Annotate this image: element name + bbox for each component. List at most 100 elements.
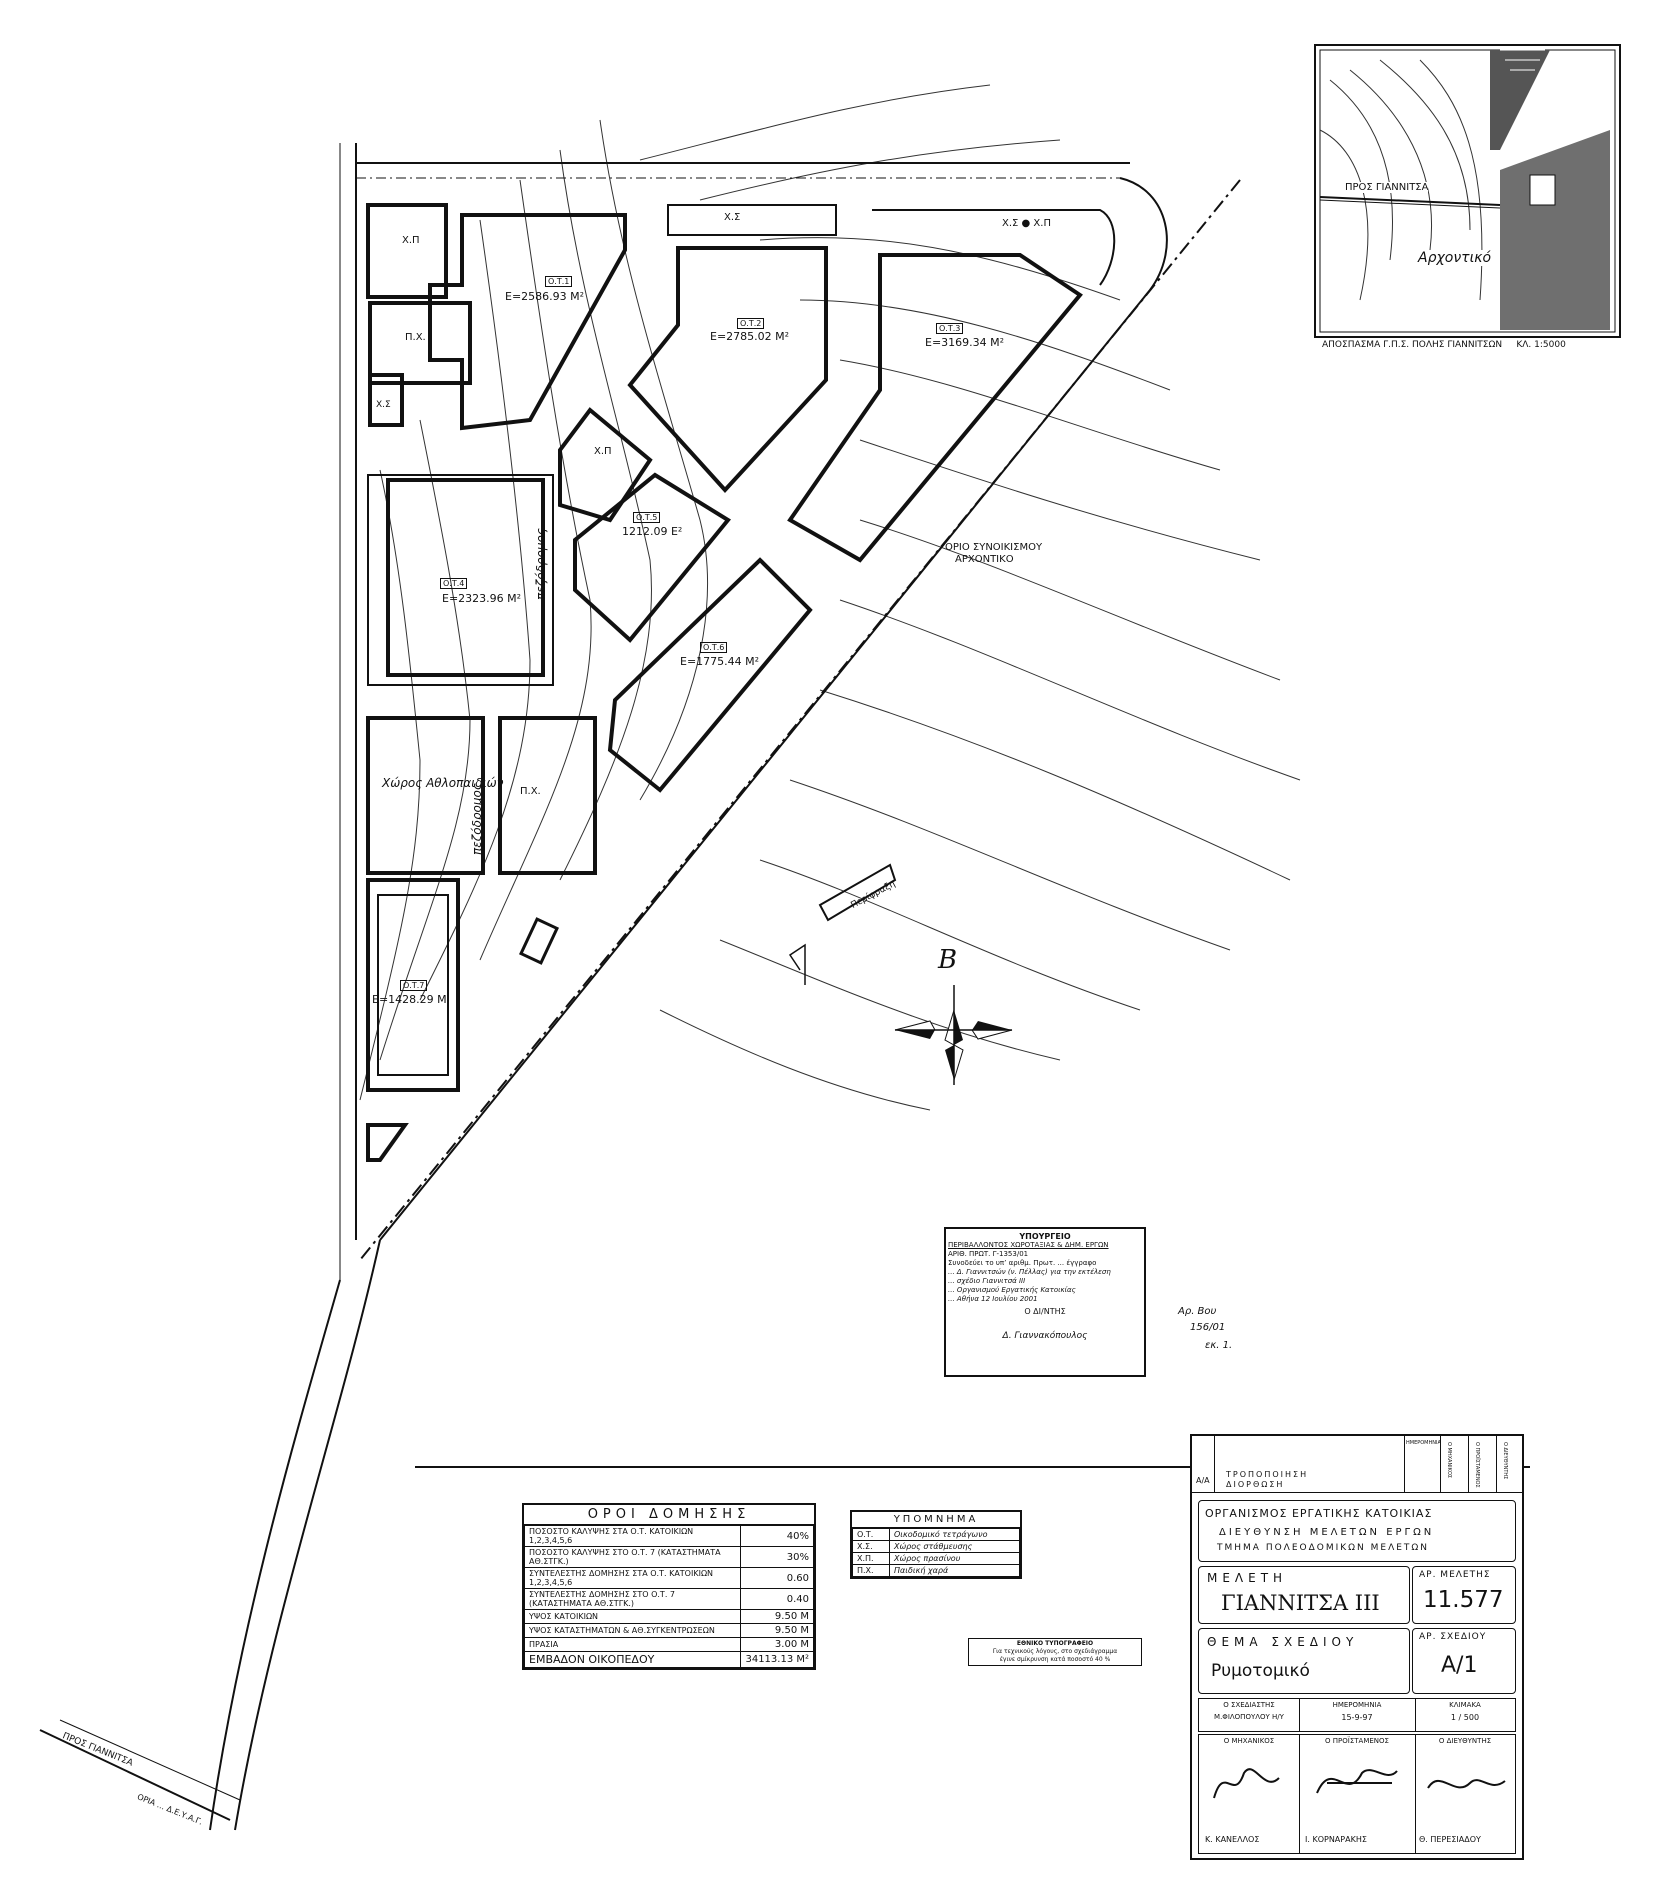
legend-code: Χ.Π. [852,1552,890,1565]
director-label: Ο ΔΙΕΥΘΥΝΤΗΣ [1438,1737,1492,1745]
revision-col-2: Ο ΠΡΟΪΣΤΑΜΕΝΟΣ [1474,1442,1480,1488]
terms-row-value: 9.50 Μ [740,1623,814,1638]
drawing-number-box: ΑΡ. ΣΧΕΔΙΟΥ Α/1 [1412,1628,1516,1694]
label-athletics: Χώρος Αθλοπαιδιών [382,776,504,790]
study-number: 11.577 [1423,1587,1504,1613]
stamp-line-4: ... Δ. Γιαννιτσών (ν. Πέλλας) για την εκ… [948,1268,1111,1276]
date-label: ΗΜΕΡΟΜΗΝΙΑ [1332,1701,1382,1709]
stamp-title: ΥΠΟΥΡΓΕΙΟ [1019,1232,1071,1241]
head-label: Ο ΠΡΟΪΣΤΑΜΕΝΟΣ [1325,1737,1389,1745]
subject-value: Ρυμοτομικό [1211,1661,1310,1681]
label-xp-2: Χ.Π [594,446,612,457]
label-xp-1: Χ.Π [402,235,420,246]
terms-total-value: 34113.13 Μ² [740,1651,814,1668]
label-px-1: Π.Χ. [405,332,426,343]
stamp-line-3: Συνοδεύει το υπ’ αριθμ. Πρωτ. ... έγγραφ… [948,1259,1097,1267]
revision-col-3: Ο ΔΙΕΥΘΥΝΤΗΣ [1502,1442,1508,1480]
legend-row: Χ.Σ.Χώρος στάθμευσης [852,1540,1020,1553]
signature-row: Ο ΜΗΧΑΝΙΚΟΣ Κ. ΚΑΝΕΛΛΟΣ Ο ΠΡΟΪΣΤΑΜΕΝΟΣ Ι… [1198,1734,1516,1854]
block-ot6-area: Ε=1775.44 Μ² [680,655,760,668]
terms-row: ΠΟΣΟΣΤΟ ΚΑΛΥΨΗΣ ΣΤΑ Ο.Τ. ΚΑΤΟΙΚΙΩΝ 1,2,3… [523,1525,814,1547]
block-ot4-area: Ε=2323.96 Μ² [442,592,522,605]
revision-date-label: ΗΜΕΡΟΜΗΝΙΑ [1406,1440,1441,1446]
label-settlement-limit-2: ΑΡΧΟΝΤΙΚΟ [955,554,1014,565]
engineer-name: Κ. ΚΑΝΕΛΛΟΣ [1205,1835,1260,1844]
title-block: Α/Α ΤΡΟΠΟΠΟΙΗΣΗ ΔΙΟΡΘΩΣΗ ΗΜΕΡΟΜΗΝΙΑ Ο ΜΗ… [1190,1434,1524,1860]
block-ot3-area: Ε=3169.34 Μ² [925,336,1005,349]
terms-total-row: ΕΜΒΑΔΟΝ ΟΙΚΟΠΕΔΟΥ 34113.13 Μ² [523,1651,814,1668]
terms-row-label: ΥΨΟΣ ΚΑΤΑΣΤΗΜΑΤΩΝ & ΑΘ.ΣΥΓΚΕΝΤΡΩΣΕΩΝ [523,1623,742,1638]
contour-lines [359,84,1301,1111]
legend-row: Π.Χ.Παιδική χαρά [852,1564,1020,1577]
scale-label: ΚΛΙΜΑΚΑ [1449,1701,1481,1709]
stamp-note-2: 156/01 [1190,1322,1226,1333]
legend-row: Χ.Π.Χώρος πρασίνου [852,1552,1020,1565]
revision-strip: Α/Α ΤΡΟΠΟΠΟΙΗΣΗ ΔΙΟΡΘΩΣΗ ΗΜΕΡΟΜΗΝΙΑ Ο ΜΗ… [1192,1436,1522,1493]
block-ot2-area: Ε=2785.02 Μ² [710,330,790,343]
terms-row-label: ΣΥΝΤΕΛΕΣΤΗΣ ΔΟΜΗΣΗΣ ΣΤΟ Ο.Τ. 7 (ΚΑΤΑΣΤΗΜ… [523,1588,742,1610]
stamp-line-2: ΑΡΙΘ. ΠΡΩΤ. Γ-1353/01 [948,1250,1029,1258]
label-xs-1: Χ.Σ [376,400,391,410]
stamp-line-6: ... Οργανισμού Εργατικής Κατοικίας [948,1286,1076,1294]
terms-row: ΣΥΝΤΕΛΕΣΤΗΣ ΔΟΜΗΣΗΣ ΣΤΑ Ο.Τ. ΚΑΤΟΙΚΙΩΝ 1… [523,1567,814,1589]
site-boundary [339,143,1241,1280]
block-ot6 [607,557,813,793]
zone-xp-center [558,407,653,523]
drafter-name: Μ.ΦΙΛΟΠΟΥΛΟΥ Η/Υ [1214,1713,1284,1721]
stamp-note-1: Αρ. Βου [1178,1306,1217,1317]
label-footpath-2: πεζόδρομος [470,783,484,855]
terms-row-value: 30% [740,1546,814,1568]
director-signature [1427,1779,1506,1789]
legend-code: Χ.Σ. [852,1540,890,1553]
block-ot3-label: Ο.Τ.3 [936,323,964,334]
stamp-note-3: εκ. 1. [1205,1340,1233,1351]
stamp-line-5: ... σχέδιο Γιαννιτσά ΙΙΙ [948,1277,1026,1285]
org-department: ΤΜΗΜΑ ΠΟΛΕΟΔΟΜΙΚΩΝ ΜΕΛΕΤΩΝ [1217,1543,1430,1553]
study-box: ΜΕΛΕΤΗ ΓΙΑΝΝΙΤΣΑ ΙΙΙ [1198,1566,1410,1624]
terms-row-value: 3.00 Μ [740,1637,814,1652]
subject-box: ΘΕΜΑ ΣΧΕΔΙΟΥ Ρυμοτομικό [1198,1628,1410,1694]
block-ot2-label: Ο.Τ.2 [737,318,765,329]
block-ot1-label: Ο.Τ.1 [545,276,573,287]
stamp-line-1: ΠΕΡΙΒΑΛΛΟΝΤΟΣ ΧΩΡΟΤΑΞΙΑΣ & ΔΗΜ. ΕΡΓΩΝ [948,1241,1109,1249]
revision-index-label: Α/Α [1196,1476,1210,1485]
revision-label-1: ΤΡΟΠΟΠΟΙΗΣΗ [1226,1470,1309,1479]
legend-row: Ο.Τ.Οικοδομικό τετράγωνο [852,1528,1020,1541]
zone-athletics [366,716,485,875]
terms-row-label: ΥΨΟΣ ΚΑΤΟΙΚΙΩΝ [523,1609,742,1624]
terms-row-value: 0.40 [740,1588,814,1610]
inset-caption: ΑΠΟΣΠΑΣΜΑ Γ.Π.Σ. ΠΟΛΗΣ ΓΙΑΝΝΙΤΣΩΝ ΚΛ. 1:… [1322,340,1566,350]
terms-body: ΠΟΣΟΣΤΟ ΚΑΛΥΨΗΣ ΣΤΑ Ο.Τ. ΚΑΤΟΙΚΙΩΝ 1,2,3… [523,1525,814,1668]
block-ot5-label: Ο.Τ.5 [633,512,661,523]
terms-row: ΠΟΣΟΣΤΟ ΚΑΛΥΨΗΣ ΣΤΟ Ο.Τ. 7 (ΚΑΤΑΣΤΗΜΑΤΑ … [523,1546,814,1568]
legend-desc: Χώρος στάθμευσης [889,1540,1020,1553]
terms-row-label: ΠΡΑΣΙΑ [523,1637,742,1652]
study-number-label: ΑΡ. ΜΕΛΕΤΗΣ [1419,1570,1491,1580]
block-ot3 [787,209,1116,563]
access-road [39,1239,381,1831]
stamp-line-7: ... Αθήνα 12 Ιουλίου 2001 [948,1295,1038,1303]
label-xs-2: Χ.Σ [724,212,741,223]
block-ot6-label: Ο.Τ.6 [700,642,728,653]
drawing-number-label: ΑΡ. ΣΧΕΔΙΟΥ [1419,1632,1487,1642]
typography-stamp: ΕΘΝΙΚΟ ΤΥΠΟΓΡΑΦΕΙΟ Για τεχνικούς λόγους,… [968,1638,1142,1666]
legend-code: Ο.Τ. [852,1528,890,1541]
terms-row-label: ΣΥΝΤΕΛΕΣΤΗΣ ΔΟΜΗΣΗΣ ΣΤΑ Ο.Τ. ΚΑΤΟΙΚΙΩΝ 1… [523,1567,742,1589]
block-ot2 [627,204,837,493]
date-value: 15-9-97 [1341,1713,1373,1722]
structure [788,943,806,985]
block-ot7 [366,878,460,1092]
typography-stamp-line-1: ΕΘΝΙΚΟ ΤΥΠΟΓΡΑΦΕΙΟ [1016,1640,1094,1647]
study-title: ΓΙΑΝΝΙΤΣΑ ΙΙΙ [1221,1591,1380,1615]
legend-desc: Παιδική χαρά [889,1564,1020,1577]
legend-desc: Χώρος πρασίνου [889,1552,1020,1565]
zone-xs-b [366,1123,409,1162]
terms-row: ΣΥΝΤΕΛΕΣΤΗΣ ΔΟΜΗΣΗΣ ΣΤΟ Ο.Τ. 7 (ΚΑΤΑΣΤΗΜ… [523,1588,814,1610]
study-label: ΜΕΛΕΤΗ [1207,1571,1288,1585]
terms-title: ΟΡΟΙ ΔΟΜΗΣΗΣ [524,1505,814,1525]
north-arrow [894,985,1013,1085]
label-xs-xp: Χ.Σ ● Χ.Π [1002,218,1051,229]
inset-label-road: ΠΡΟΣ ΓΙΑΝΝΙΤΣΑ [1345,182,1429,193]
